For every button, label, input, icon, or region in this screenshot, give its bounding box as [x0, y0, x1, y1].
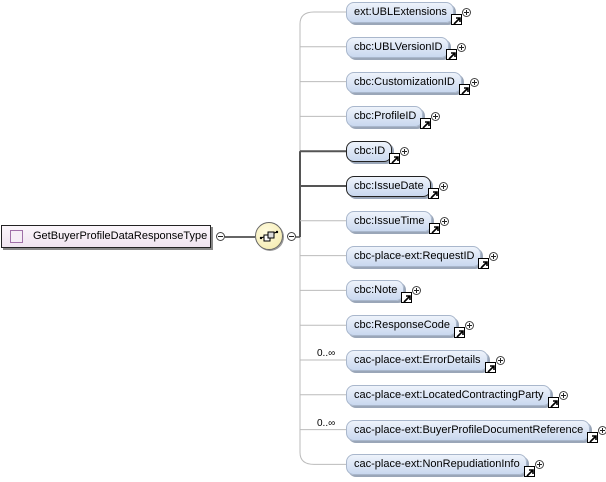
- reference-arrow-icon: [548, 396, 559, 408]
- reference-arrow-icon: [446, 48, 457, 60]
- reference-arrow-icon: [478, 257, 489, 269]
- expand-icon[interactable]: [400, 147, 409, 157]
- element-label: cac-place-ext:NonRepudiationInfo: [354, 458, 520, 471]
- expand-icon[interactable]: [412, 286, 421, 296]
- reference-arrow-icon: [420, 118, 431, 130]
- sequence-compositor[interactable]: [255, 222, 283, 250]
- reference-arrow-icon: [485, 362, 496, 373]
- reference-arrow-icon: [587, 431, 598, 443]
- expand-icon[interactable]: [598, 425, 606, 435]
- expand-icon[interactable]: [496, 356, 505, 365]
- element-label: cac-place-ext:ErrorDetails: [354, 354, 481, 366]
- reference-arrow-icon: [451, 14, 462, 25]
- reference-arrow-icon: [389, 153, 400, 165]
- element-node[interactable]: cbc:ProfileID: [346, 106, 424, 128]
- element-label: cbc:UBLVersionID: [354, 40, 443, 53]
- element-label: cbc:ResponseCode: [354, 319, 451, 332]
- complex-type-icon: [10, 230, 23, 243]
- element-label: cac-place-ext:LocatedContractingParty: [354, 388, 544, 401]
- reference-arrow-icon: [459, 83, 470, 95]
- cardinality-label: 0..∞: [317, 348, 336, 359]
- reference-arrow-icon: [428, 188, 439, 199]
- element-node[interactable]: cbc:IssueDate: [346, 176, 431, 197]
- element-node[interactable]: cac-place-ext:ErrorDetails: [346, 350, 488, 371]
- element-node[interactable]: cbc:IssueTime: [346, 210, 432, 232]
- element-node[interactable]: cbc-place-ext:RequestID: [346, 245, 482, 267]
- element-label: cbc-place-ext:RequestID: [354, 249, 475, 262]
- reference-arrow-icon: [454, 327, 465, 339]
- spine-line: [299, 11, 315, 465]
- reference-arrow-icon: [429, 222, 440, 234]
- expand-icon[interactable]: [470, 77, 479, 87]
- expand-icon[interactable]: [431, 112, 440, 122]
- root-collapse-icon[interactable]: [216, 232, 225, 241]
- expand-icon[interactable]: [440, 216, 449, 226]
- root-type-node[interactable]: GetBuyerProfileDataResponseType: [1, 225, 211, 248]
- element-node[interactable]: cac-place-ext:BuyerProfileDocumentRefere…: [346, 419, 591, 441]
- element-label: cbc:ProfileID: [354, 110, 417, 123]
- expand-icon[interactable]: [462, 8, 471, 17]
- expand-icon[interactable]: [559, 390, 568, 400]
- element-label: cbc:CustomizationID: [354, 75, 455, 88]
- element-node[interactable]: cac-place-ext:LocatedContractingParty: [346, 384, 551, 406]
- element-label: cbc:ID: [354, 145, 386, 158]
- sequence-collapse-icon[interactable]: [287, 232, 296, 241]
- expand-icon[interactable]: [457, 42, 466, 52]
- root-type-label: GetBuyerProfileDataResponseType: [33, 230, 208, 242]
- element-node[interactable]: cac-place-ext:NonRepudiationInfo: [346, 454, 527, 476]
- expand-icon[interactable]: [439, 182, 448, 191]
- element-label: cbc:Note: [354, 284, 398, 297]
- cardinality-label: 0..∞: [317, 417, 336, 429]
- element-label: cbc:IssueDate: [354, 180, 424, 192]
- element-label: cac-place-ext:BuyerProfileDocumentRefere…: [354, 423, 584, 436]
- element-label: ext:UBLExtensions: [354, 6, 447, 18]
- expand-icon[interactable]: [535, 460, 544, 470]
- element-node[interactable]: cbc:ResponseCode: [346, 315, 458, 337]
- element-node[interactable]: cbc:ID: [346, 141, 393, 163]
- reference-arrow-icon: [401, 292, 412, 304]
- expand-icon[interactable]: [489, 251, 498, 261]
- element-node[interactable]: cbc:CustomizationID: [346, 71, 462, 93]
- element-node[interactable]: ext:UBLExtensions: [346, 2, 454, 23]
- sequence-icon: [259, 230, 279, 242]
- element-node[interactable]: cbc:UBLVersionID: [346, 36, 450, 58]
- element-label: cbc:IssueTime: [354, 214, 425, 227]
- expand-icon[interactable]: [465, 321, 474, 331]
- reference-arrow-icon: [524, 466, 535, 478]
- element-node[interactable]: cbc:Note: [346, 280, 405, 302]
